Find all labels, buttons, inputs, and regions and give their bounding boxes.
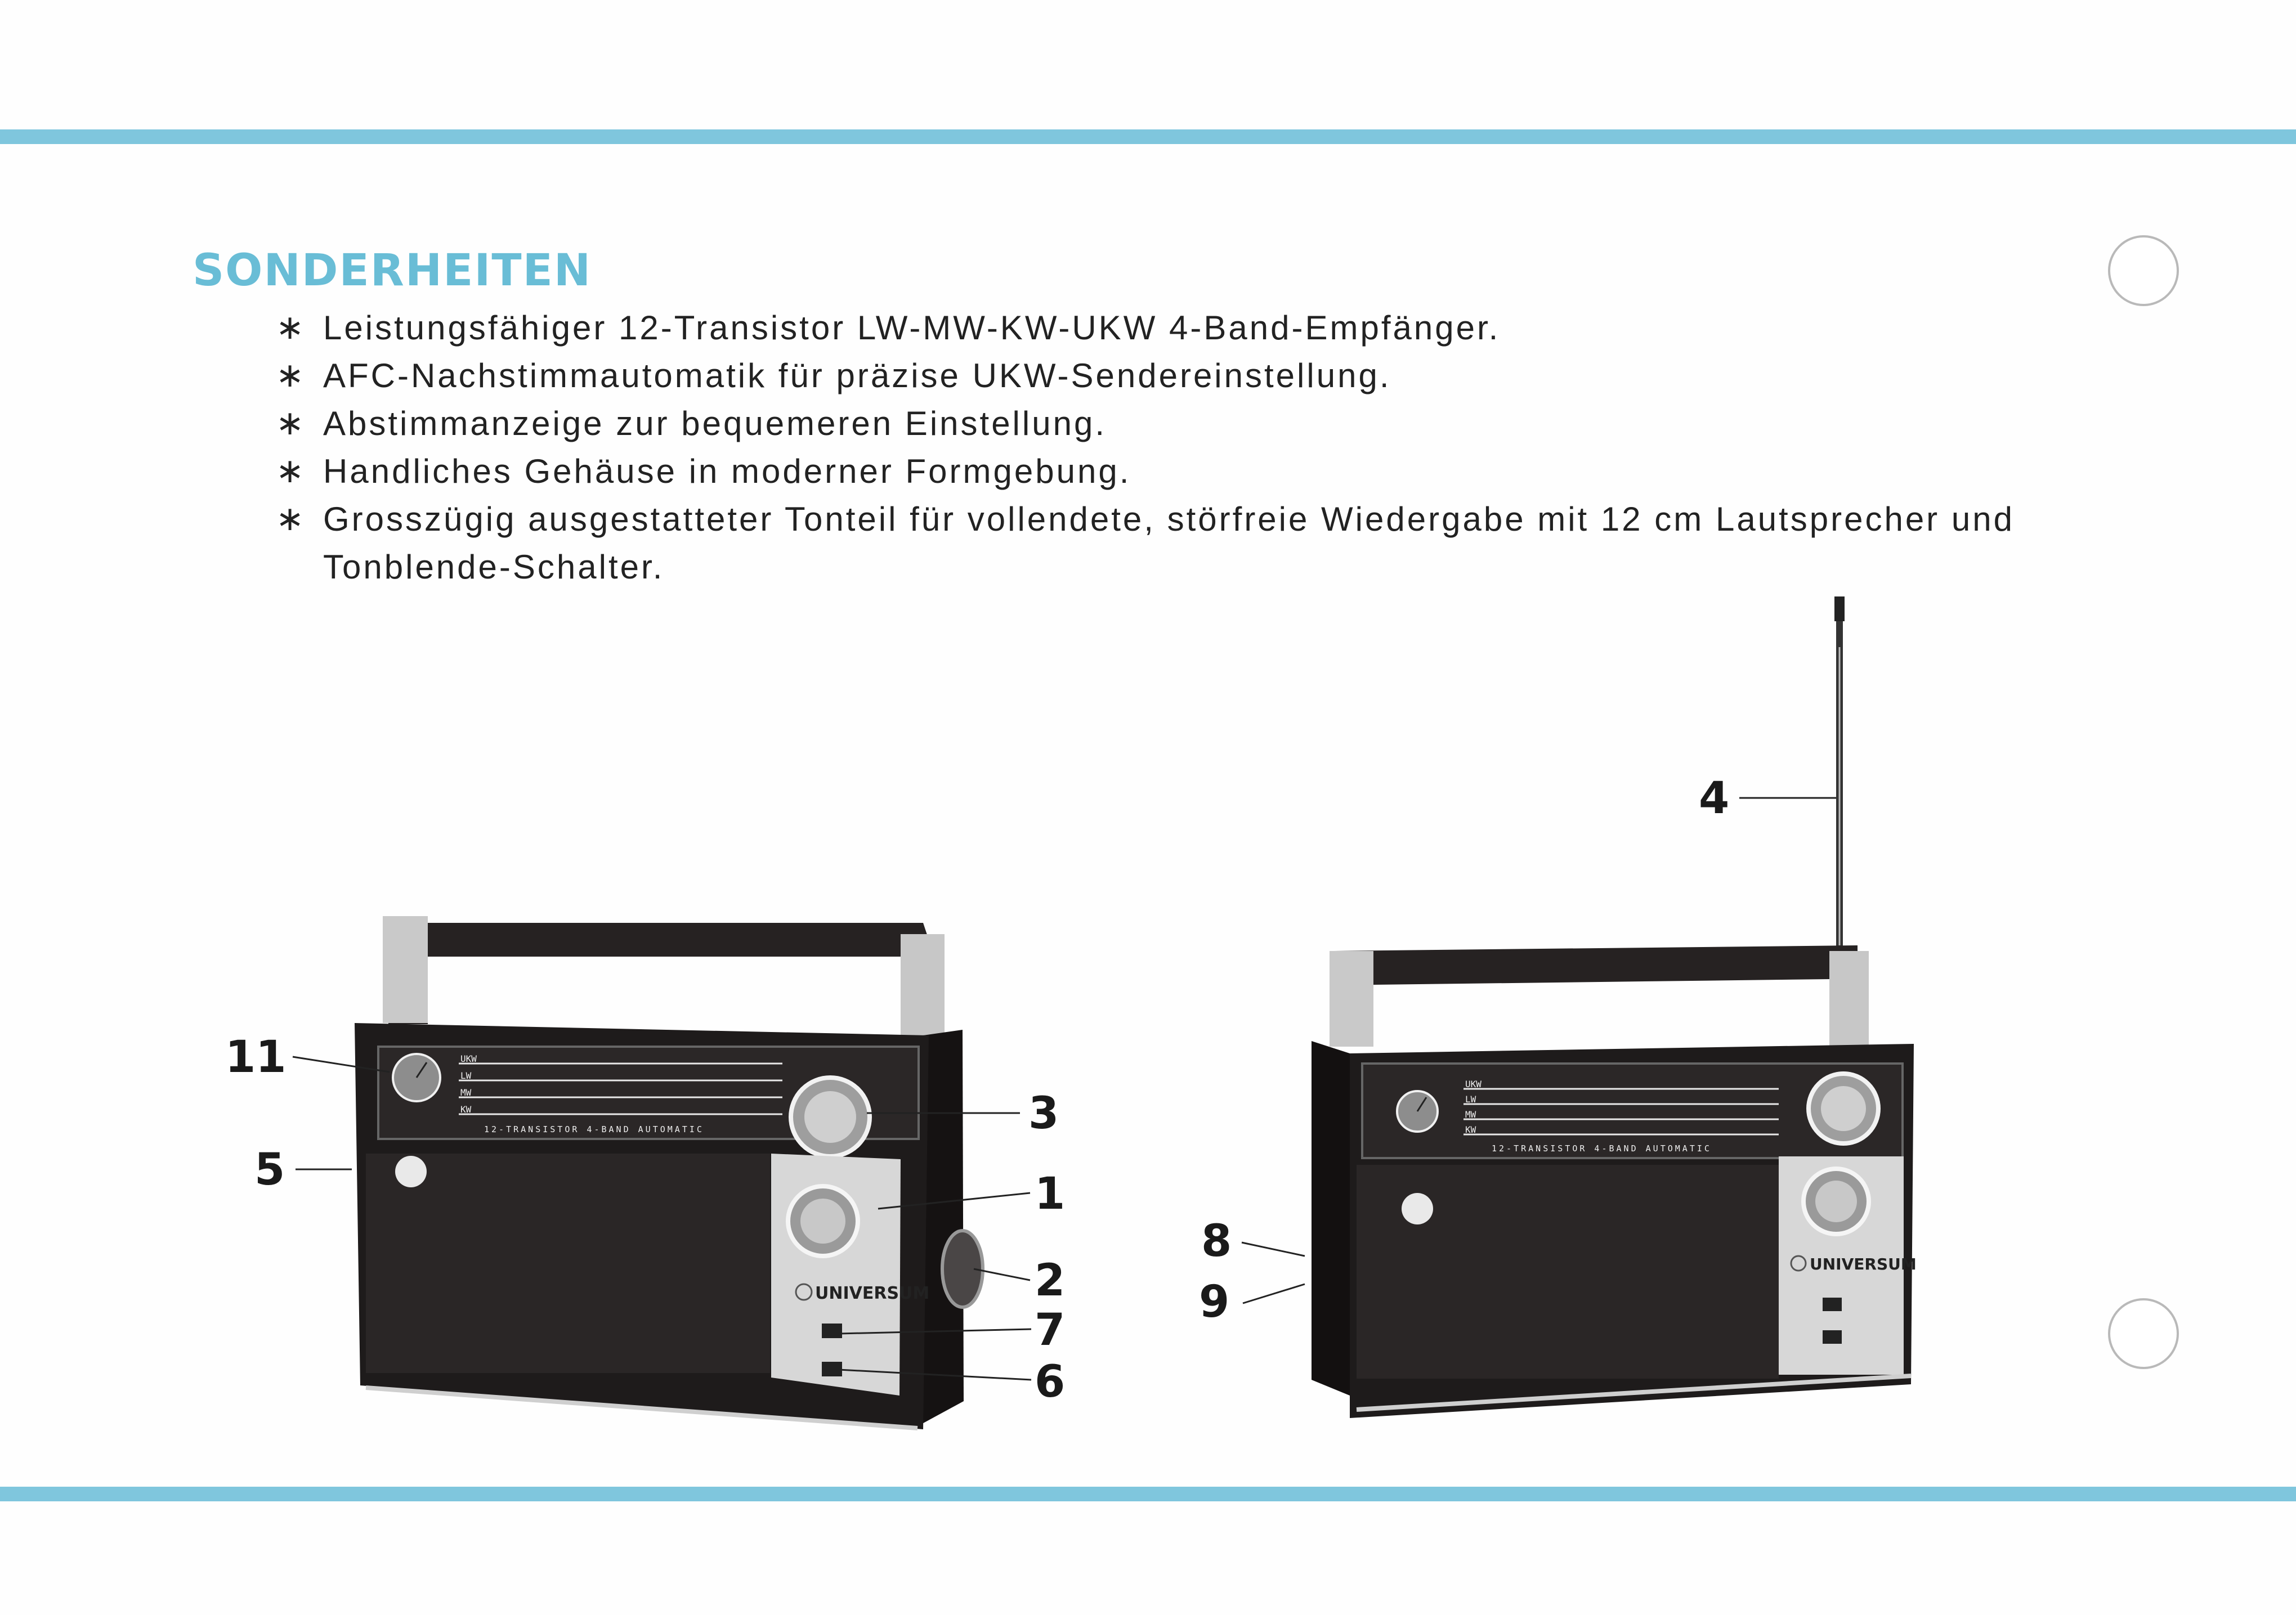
left-dial-band-label: KW — [460, 1104, 472, 1115]
bullet-star-icon: ∗ — [276, 356, 307, 395]
right-dial-band-label: KW — [1465, 1124, 1476, 1135]
bullet-star-icon: ∗ — [276, 308, 307, 347]
right-radio-handle-mount-right — [1829, 951, 1869, 1046]
left-dial-caption: 12-TRANSISTOR 4-BAND AUTOMATIC — [484, 1124, 704, 1134]
feature-text: Grosszügig ausgestatteter Tonteil für vo… — [323, 500, 2015, 586]
right-dial-band-label: UKW — [1465, 1079, 1482, 1089]
feature-text: Abstimmanzeige zur bequemeren Einstellun… — [323, 405, 1107, 442]
left-side-knob-icon — [941, 1229, 984, 1309]
callout-number: 11 — [225, 1032, 287, 1083]
bullet-star-icon: ∗ — [276, 451, 307, 491]
callout-number: 9 — [1199, 1277, 1229, 1327]
left-dial-band-label: UKW — [460, 1053, 477, 1064]
callout-number: 1 — [1035, 1169, 1065, 1219]
left-radio: UKW LW MW KW 12-TRANSISTOR 4-BAND AUTOMA… — [355, 916, 984, 1430]
callout-number: 3 — [1028, 1088, 1059, 1139]
left-tuning-indicator-icon — [395, 1156, 427, 1187]
feature-item: ∗ Abstimmanzeige zur bequemeren Einstellu… — [276, 400, 2077, 447]
feature-text: Handliches Gehäuse in moderner Formgebun… — [323, 452, 1131, 490]
feature-item: ∗ Handliches Gehäuse in moderner Formgebu… — [276, 447, 2077, 495]
callout-number: 2 — [1035, 1255, 1065, 1306]
left-band-switch — [822, 1324, 842, 1338]
feature-list: ∗ Leistungsfähiger 12-Transistor LW-MW-KW… — [276, 304, 2077, 591]
left-radio-handle-mount-right — [901, 934, 945, 1047]
callout-number: 8 — [1201, 1216, 1232, 1267]
callout-number: 5 — [254, 1145, 285, 1195]
right-radio-handle-mount-left — [1330, 951, 1373, 1047]
feature-text: Leistungsfähiger 12-Transistor LW-MW-KW-… — [323, 309, 1501, 347]
left-brand-label: UNIVERSUM — [815, 1284, 929, 1303]
punch-hole-top — [2108, 235, 2179, 306]
feature-item: ∗ AFC-Nachstimmautomatik für präzise UKW-… — [276, 352, 2077, 400]
feature-item: ∗ Leistungsfähiger 12-Transistor LW-MW-KW… — [276, 304, 2077, 352]
top-accent-rule — [0, 129, 2296, 144]
right-brand-label: UNIVERSUM — [1810, 1255, 1917, 1273]
section-title: SONDERHEITEN — [193, 245, 592, 296]
left-radio-handle — [388, 923, 934, 1024]
right-dial-band-label: MW — [1465, 1109, 1476, 1120]
bullet-star-icon: ∗ — [276, 403, 307, 443]
left-radio-speaker-grille — [366, 1154, 770, 1373]
right-band-switch — [1823, 1298, 1842, 1311]
callout-number: 6 — [1035, 1357, 1065, 1407]
bottom-accent-rule — [0, 1487, 2296, 1501]
bullet-star-icon: ∗ — [276, 499, 307, 539]
left-dial-band-label: MW — [460, 1087, 472, 1098]
right-afc-switch — [1823, 1330, 1842, 1344]
right-dial-band-label: LW — [1465, 1094, 1476, 1105]
right-tuning-indicator-icon — [1402, 1193, 1433, 1224]
punch-hole-bottom — [2108, 1298, 2179, 1369]
right-globe-logo-icon — [1790, 1255, 1807, 1272]
feature-item: ∗ Grosszügig ausgestatteter Tonteil für v… — [276, 495, 2077, 591]
callout-number: 7 — [1035, 1305, 1065, 1356]
right-dial-caption: 12-TRANSISTOR 4-BAND AUTOMATIC — [1492, 1143, 1712, 1154]
right-radio: UKW LW MW KW 12-TRANSISTOR 4-BAND AUTOMA… — [1312, 596, 1917, 1418]
left-dial-band-label: LW — [460, 1070, 472, 1081]
left-globe-logo-icon — [795, 1283, 813, 1301]
right-radio-cabinet-side — [1312, 1041, 1350, 1396]
feature-text: AFC-Nachstimmautomatik für präzise UKW-S… — [323, 357, 1391, 394]
callout-number: 4 — [1699, 773, 1729, 824]
left-afc-switch — [822, 1362, 842, 1376]
left-radio-handle-mount-left — [383, 916, 428, 1023]
right-radio-handle — [1334, 945, 1863, 1047]
